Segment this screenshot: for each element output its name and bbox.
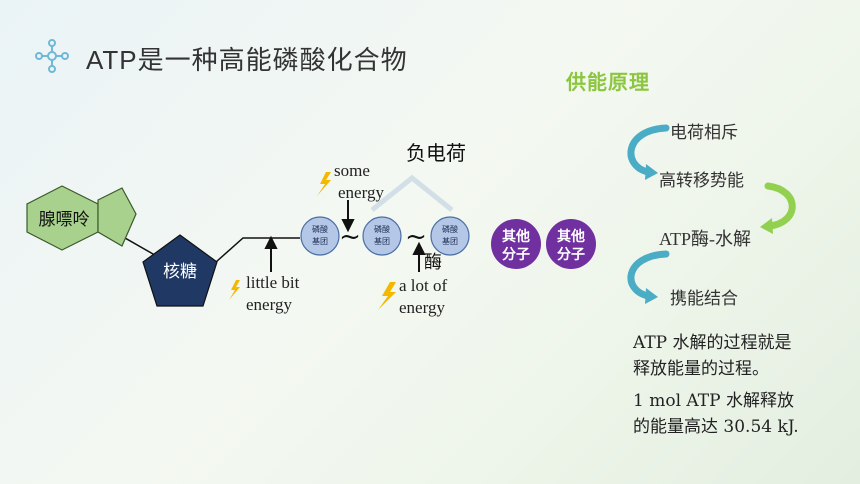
principle-step: 携能结合 [670,289,738,309]
up-arrow-icon [412,241,426,272]
svg-text:基团: 基团 [312,236,328,246]
molecule-network-icon [35,39,69,73]
lot-energy-label: a lot of energy [399,276,448,317]
some-energy-label: some energy [334,161,384,202]
svg-text:分子: 分子 [557,247,585,263]
high-energy-bond-1: ~ [339,222,361,252]
principle-step: 高转移势能 [659,171,744,191]
adenine-ring: 腺嘌呤 [26,185,137,251]
svg-text:基团: 基团 [374,236,390,246]
svg-text:磷酸: 磷酸 [312,224,328,234]
principle-title: 供能原理 [566,70,650,94]
other-molecule-2: 其他 分子 [546,219,596,269]
adenine-label: 腺嘌呤 [39,210,90,230]
other-molecule-1: 其他 分子 [491,219,541,269]
curved-arrow-icon [764,182,796,230]
phosphate-group-1: 磷酸 基团 [300,216,340,256]
svg-text:分子: 分子 [502,247,530,263]
hydrolysis-note: ATP 水解的过程就是 释放能量的过程。 1 mol ATP 水解释放 的能量高… [633,333,799,437]
little-energy-label: little bit energy [246,273,300,314]
ribose-pentagon: 核糖 [142,234,218,307]
phosphate-group-2: 磷酸 基团 [362,216,402,256]
svg-text:磷酸: 磷酸 [374,224,390,234]
curved-arrow-icon [627,250,670,300]
high-energy-bond-2: ~ [405,222,427,252]
up-arrow-icon [264,235,278,272]
ribose-phosphate-bond [215,237,300,263]
principle-step: 电荷相斥 [670,123,738,143]
repulsion-chevron [370,174,454,212]
svg-text:磷酸: 磷酸 [442,224,458,234]
negative-charge-label: 负电荷 [406,141,466,165]
principle-step: ATP酶-水解 [659,229,752,249]
lightning-icon [378,282,396,310]
enzyme-label: 酶 [424,252,442,273]
svg-text:其他: 其他 [557,228,585,245]
lightning-icon [229,280,240,300]
svg-text:基团: 基团 [442,236,458,246]
ribose-label: 核糖 [163,262,197,282]
curved-arrow-icon [627,124,670,176]
svg-text:其他: 其他 [502,228,530,245]
lightning-icon [317,172,331,196]
slide-title: ATP是一种高能磷酸化合物 [86,45,408,75]
down-arrow-icon [341,200,355,233]
phosphate-group-3: 磷酸 基团 [430,216,470,256]
